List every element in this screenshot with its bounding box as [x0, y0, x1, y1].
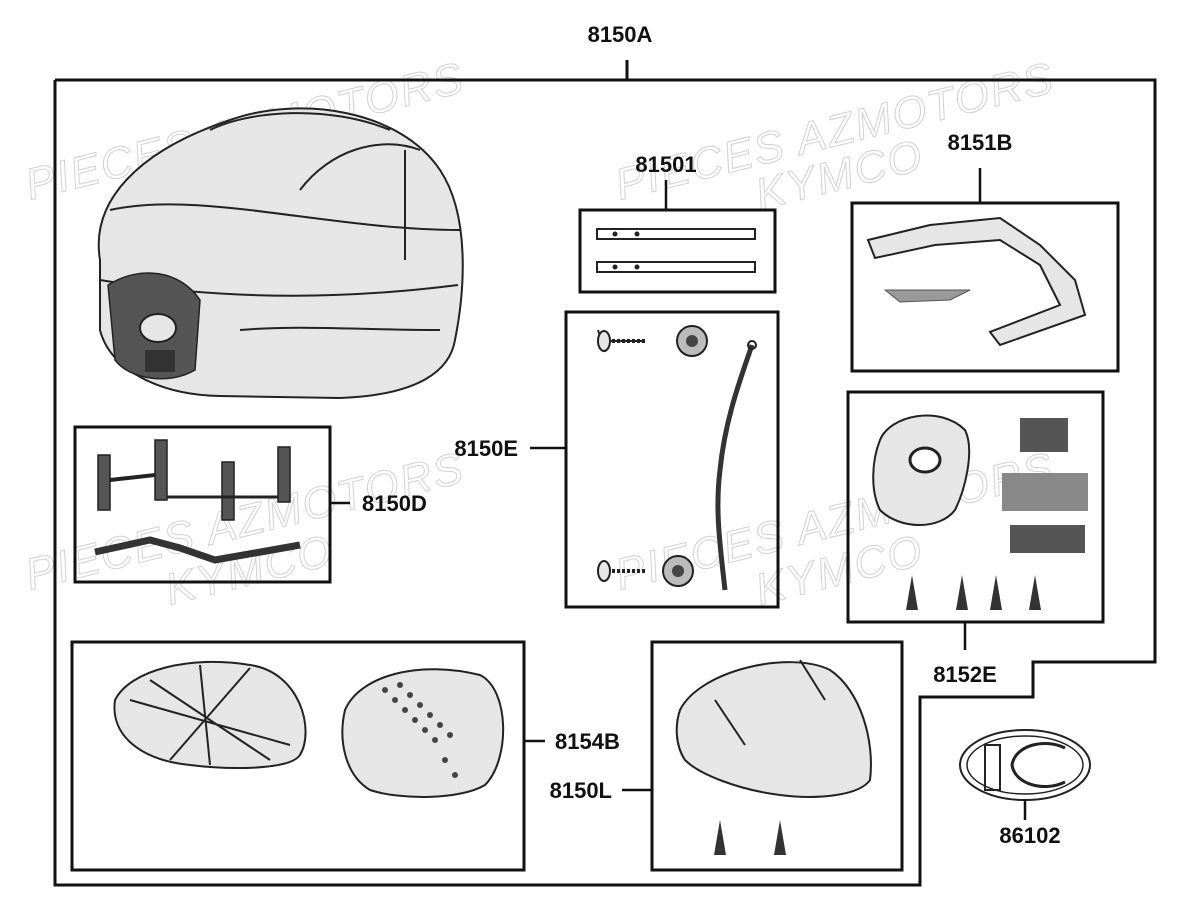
- label-8154B: 8154B: [555, 729, 620, 754]
- strips-box: [578, 208, 777, 294]
- kymco-emblem-illustration: [959, 729, 1091, 801]
- label-8151B: 8151B: [948, 130, 1013, 155]
- label-8150D: 8150D: [362, 491, 427, 516]
- lid-box: [650, 640, 904, 872]
- label-8150L: 8150L: [550, 778, 612, 803]
- lock-set-box: [846, 390, 1105, 624]
- label-86102: 86102: [999, 823, 1060, 848]
- bracket-box: [73, 425, 332, 584]
- tray-illustration: [113, 660, 505, 798]
- bracket-illustration: [94, 439, 301, 564]
- strips-illustration: [596, 228, 756, 273]
- rail-box: [850, 201, 1120, 373]
- rail-illustration: [866, 216, 1087, 347]
- lock-set-illustration: [872, 414, 1088, 610]
- label-8152E: 8152E: [933, 662, 997, 687]
- label-8150E: 8150E: [454, 436, 518, 461]
- tray-box: [70, 640, 526, 872]
- label-81501: 81501: [635, 152, 696, 177]
- top-case-illustration: [97, 107, 464, 400]
- hardware-illustration: [597, 325, 757, 591]
- lid-illustration: [675, 659, 872, 855]
- outer-frame: [53, 78, 1157, 887]
- label-8150A: 8150A: [588, 22, 653, 47]
- hardware-box: [564, 310, 780, 609]
